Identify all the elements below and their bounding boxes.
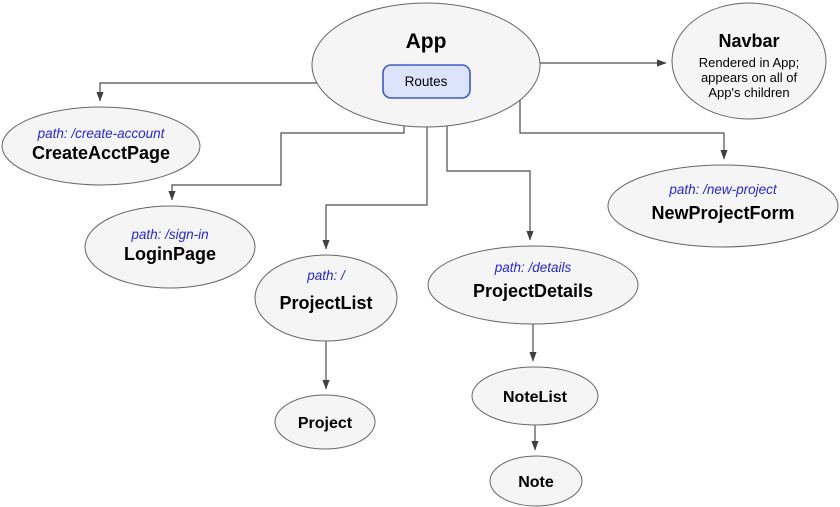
project-label: Project xyxy=(298,415,353,432)
navbar-description-line: appears on all of xyxy=(701,70,798,85)
login-page-label: LoginPage xyxy=(124,244,216,264)
node-navbar: Navbar Rendered in App; appears on all o… xyxy=(671,2,827,120)
routes-box xyxy=(382,64,471,99)
navbar-description-line: App's children xyxy=(708,85,789,100)
project-ellipse xyxy=(274,394,376,450)
login-page-path: path: /sign-in xyxy=(130,227,208,242)
edge-routes-projectlist xyxy=(322,98,428,250)
note-label: Note xyxy=(518,474,554,491)
new-project-form-ellipse xyxy=(607,164,839,248)
navbar-ellipse xyxy=(671,2,827,120)
node-note-list: NoteList xyxy=(471,366,599,426)
node-login-page: path: /sign-in LoginPage xyxy=(84,205,256,289)
node-project-list: path: / ProjectList xyxy=(254,254,398,342)
node-create-acct-page: path: /create-account CreateAcctPage xyxy=(1,106,201,186)
login-page-ellipse xyxy=(84,205,256,289)
note-ellipse xyxy=(489,455,583,507)
note-list-ellipse xyxy=(471,366,599,426)
project-list-ellipse xyxy=(254,254,398,342)
project-details-ellipse xyxy=(427,245,639,325)
project-list-label: ProjectList xyxy=(279,293,372,313)
edge-routes-projectdetails xyxy=(446,98,534,241)
create-acct-page-path: path: /create-account xyxy=(37,126,166,141)
project-details-label: ProjectDetails xyxy=(473,281,593,301)
node-routes: Routes xyxy=(382,64,471,99)
node-app: App Routes xyxy=(311,2,541,128)
node-note: Note xyxy=(489,455,583,507)
new-project-form-path: path: /new-project xyxy=(668,182,778,197)
create-acct-page-ellipse xyxy=(1,106,201,186)
node-new-project-form: path: /new-project NewProjectForm xyxy=(607,164,839,248)
node-project: Project xyxy=(274,394,376,450)
navbar-label: Navbar xyxy=(718,31,779,51)
edge-routes-loginpage xyxy=(168,98,405,201)
new-project-form-label: NewProjectForm xyxy=(651,203,794,223)
routes-label: Routes xyxy=(405,74,448,89)
project-details-path: path: /details xyxy=(494,260,572,275)
edge-routes-createacctpage xyxy=(96,82,383,102)
create-acct-page-label: CreateAcctPage xyxy=(32,143,170,163)
app-label: App xyxy=(406,30,447,53)
node-project-details: path: /details ProjectDetails xyxy=(427,245,639,325)
note-list-label: NoteList xyxy=(503,389,568,406)
navbar-description-line: Rendered in App; xyxy=(699,55,799,70)
project-list-path: path: / xyxy=(306,268,346,283)
